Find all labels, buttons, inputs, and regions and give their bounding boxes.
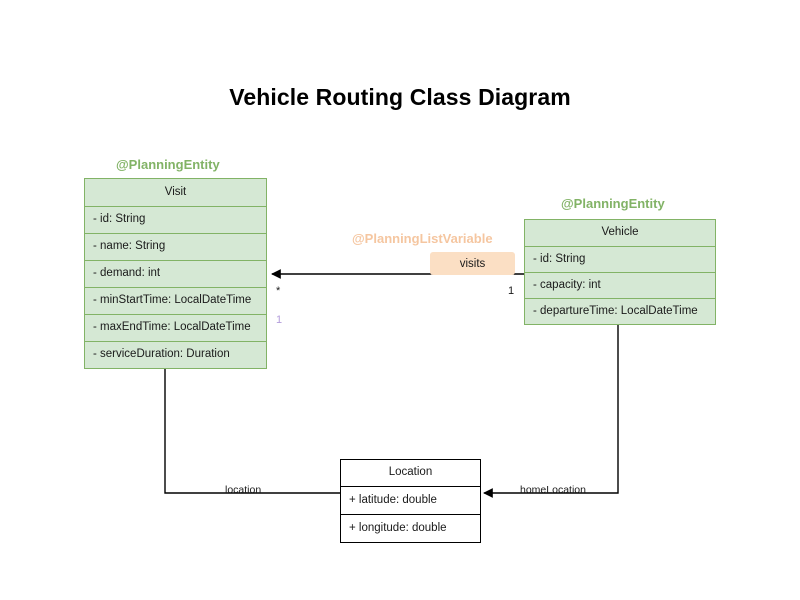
class-box-location[interactable]: Location + latitude: double + longitude:… [340, 459, 481, 543]
class-attribute: - id: String [525, 246, 715, 272]
class-attribute: - demand: int [85, 260, 266, 287]
page-title: Vehicle Routing Class Diagram [229, 84, 571, 110]
class-attribute: - capacity: int [525, 272, 715, 298]
class-attribute: - maxEndTime: LocalDateTime [85, 314, 266, 341]
class-box-vehicle[interactable]: Vehicle - id: String - capacity: int - d… [524, 219, 716, 325]
edge-label-home-location: homeLocation [520, 484, 586, 496]
stereotype-visit: @PlanningEntity [116, 157, 220, 172]
class-name-visit: Visit [164, 185, 187, 198]
class-box-visit[interactable]: Visit - id: String - name: String - dema… [84, 178, 267, 369]
multiplicity-visit-location-source: 1 [276, 314, 283, 326]
class-attribute: + latitude: double [341, 486, 480, 514]
stereotype-planning-list-variable: @PlanningListVariable [352, 231, 493, 246]
class-attribute: + longitude: double [341, 514, 480, 542]
multiplicity-visit-target: * [276, 285, 281, 297]
class-attribute: - minStartTime: LocalDateTime [85, 287, 266, 314]
edge-label-visits: visits [430, 252, 515, 275]
class-name-vehicle: Vehicle [601, 226, 639, 239]
class-attribute: - id: String [85, 206, 266, 233]
edge-label-location: location [225, 484, 262, 496]
class-attribute: - serviceDuration: Duration [85, 341, 266, 368]
class-attribute: - departureTime: LocalDateTime [525, 298, 715, 324]
multiplicity-vehicle-source: 1 [508, 285, 515, 297]
class-attribute: - name: String [85, 233, 266, 260]
edge-vehicle-homelocation [485, 322, 619, 494]
class-name-location: Location [388, 466, 433, 479]
stereotype-vehicle: @PlanningEntity [561, 196, 665, 211]
